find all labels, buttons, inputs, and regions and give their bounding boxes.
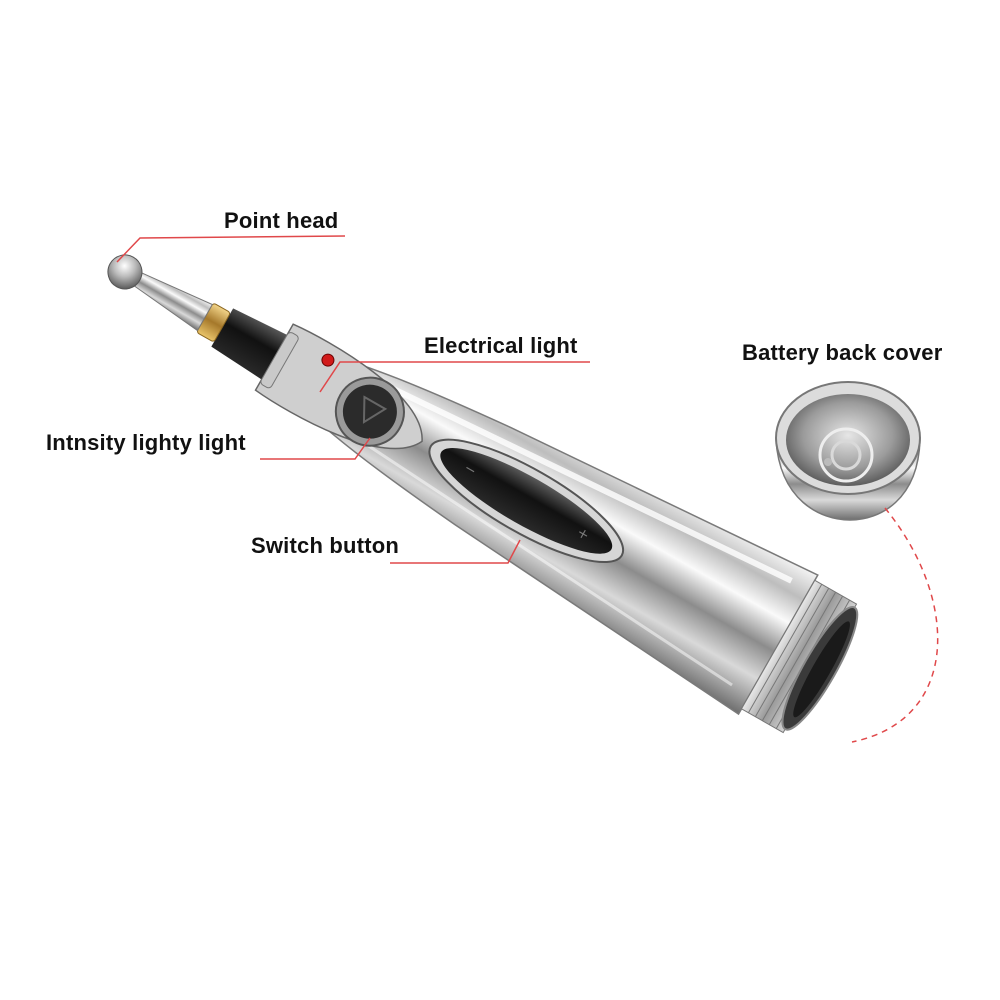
pen-illustration: − + — [107, 254, 859, 734]
label-battery-back-cover: Battery back cover — [742, 340, 943, 365]
label-switch-button: Switch button — [251, 533, 400, 558]
leader-point-head — [116, 235, 346, 263]
leader-electrical-light — [319, 361, 590, 393]
leader-battery-cover — [851, 507, 939, 743]
leader-intensity-light — [260, 437, 371, 460]
label-intensity-light: Intnsity lighty light — [46, 430, 246, 455]
electrical-light-led — [321, 353, 335, 367]
leader-switch-button — [390, 539, 521, 564]
label-point-head: Point head — [224, 208, 339, 233]
label-electrical-light: Electrical light — [424, 333, 578, 358]
point-head-ball — [107, 254, 143, 290]
leader-lines — [116, 235, 939, 743]
battery-cover-illustration — [775, 381, 921, 521]
